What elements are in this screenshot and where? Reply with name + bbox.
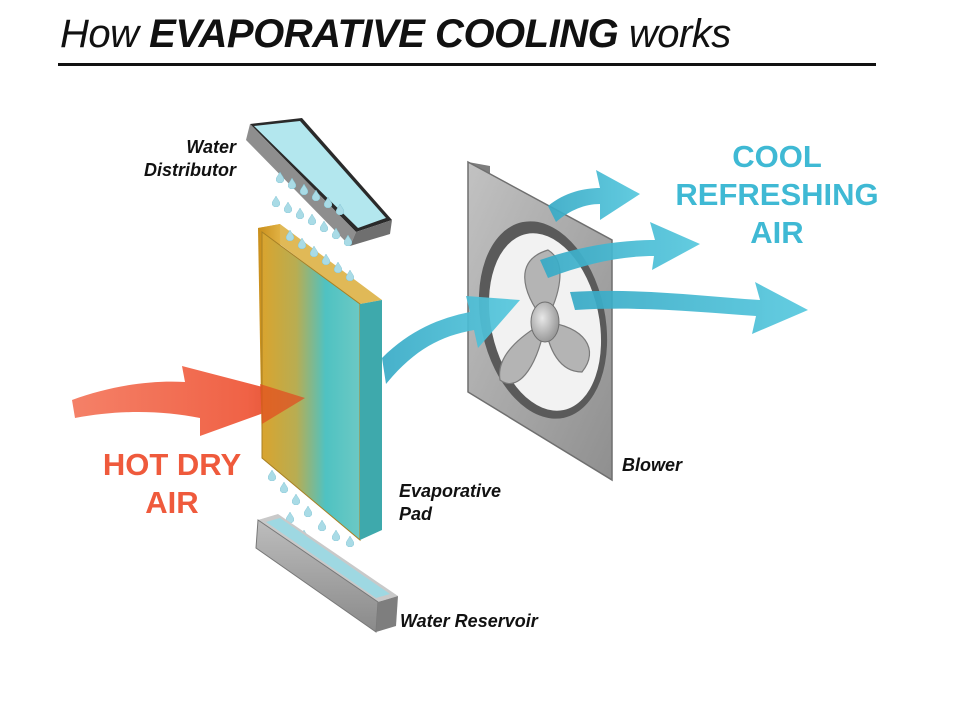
page-title: How EVAPORATIVE COOLING works <box>60 12 731 57</box>
cool-air-arrow-middle <box>540 222 700 278</box>
label-evaporative-pad-line1: Evaporative <box>399 481 502 501</box>
cool-air-arrow-main <box>382 296 520 384</box>
title-prefix: How <box>60 12 139 56</box>
label-blower: Blower <box>622 455 683 475</box>
evaporative-pad <box>258 224 382 542</box>
cool-air-arrows <box>382 170 808 384</box>
hot-dry-air-line1: HOT DRY <box>102 447 242 482</box>
title-emphasis: EVAPORATIVE COOLING <box>149 12 619 56</box>
cool-air-arrow-top <box>548 170 640 222</box>
title-suffix: works <box>628 12 731 56</box>
label-evaporative-pad-line2: Pad <box>399 504 433 524</box>
hot-air-arrow <box>72 366 305 436</box>
fan-hub <box>530 301 560 343</box>
water-reservoir <box>255 514 398 633</box>
label-water-distributor: Water Distributor <box>124 136 236 182</box>
cool-air-line1: COOL <box>732 139 822 174</box>
hot-dry-air-line2: AIR <box>145 485 199 520</box>
water-distributor <box>246 118 392 246</box>
label-water-distributor-line2: Distributor <box>144 160 236 180</box>
label-water-reservoir: Water Reservoir <box>400 611 538 631</box>
title-underline <box>58 63 876 66</box>
cool-refreshing-air-caption: COOL REFRESHING AIR <box>664 138 890 252</box>
label-evaporative-pad: Evaporative Pad <box>399 480 501 526</box>
cool-air-line3: AIR <box>750 215 804 250</box>
cool-air-line2: REFRESHING <box>675 177 879 212</box>
hot-dry-air-caption: HOT DRY AIR <box>92 446 252 522</box>
cool-air-arrow-bottom <box>570 282 808 334</box>
hot-air-arrow-tip <box>260 384 305 424</box>
label-water-distributor-line1: Water <box>186 137 236 157</box>
blower-fan <box>467 160 613 482</box>
